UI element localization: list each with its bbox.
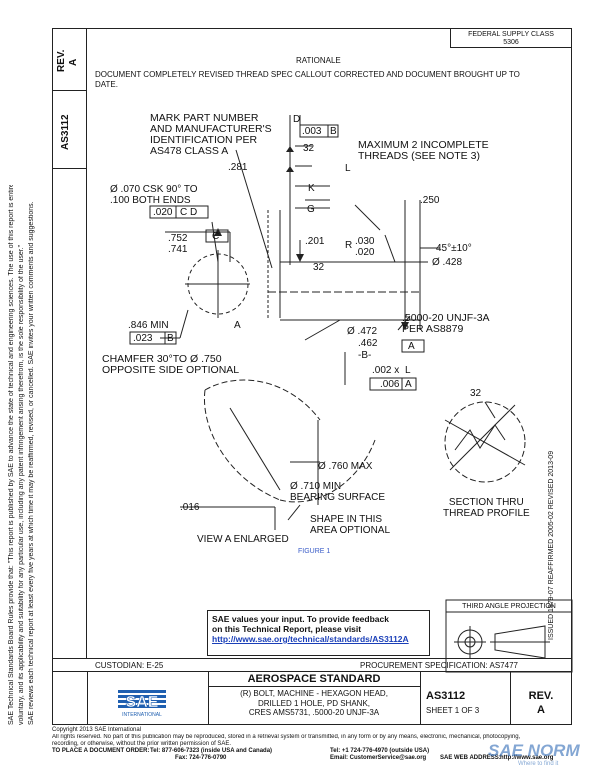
rationale-title: RATIONALE bbox=[296, 56, 341, 65]
aerospace-standard: AEROSPACE STANDARD bbox=[247, 673, 381, 685]
watermark-text: SAE NORM bbox=[488, 741, 580, 760]
view-a-label: VIEW A ENLARGED bbox=[197, 534, 289, 545]
label-l2: L bbox=[405, 365, 411, 376]
footer-order: TO PLACE A DOCUMENT ORDER: bbox=[52, 748, 150, 754]
dim-752: .752 bbox=[168, 233, 188, 244]
rationale-text: DOCUMENT COMPLETELY REVISED THREAD SPEC … bbox=[95, 70, 520, 89]
docnum-box-divider bbox=[52, 168, 87, 169]
datum-cd: C D bbox=[180, 207, 198, 218]
feedback-link[interactable]: http://www.sae.org/technical/standards/A… bbox=[212, 634, 409, 644]
dia-472: Ø .472 bbox=[347, 326, 378, 337]
dim-846: .846 MIN bbox=[128, 320, 169, 331]
dim-741: .741 bbox=[168, 244, 188, 255]
datum-b2: B bbox=[167, 333, 174, 344]
dim-016: .016 bbox=[180, 502, 200, 513]
sae-logo-sub: INTERNATIONAL bbox=[122, 712, 162, 718]
third-angle-label: THIRD ANGLE PROJECTION bbox=[462, 603, 556, 610]
dia-760: Ø .760 MAX bbox=[318, 461, 373, 472]
fsc-box bbox=[450, 28, 572, 48]
tb-div-1 bbox=[87, 671, 88, 725]
dim-020b: .020 bbox=[355, 247, 375, 258]
custodian: CUSTODIAN: E-25 bbox=[95, 661, 164, 670]
drawing-frame bbox=[52, 28, 572, 725]
datum-b1: B bbox=[330, 126, 337, 137]
dim-281: .281 bbox=[228, 162, 248, 173]
footer-rights-2: recording, or otherwise, without the pri… bbox=[52, 741, 232, 747]
tb-div-2 bbox=[208, 671, 209, 725]
section-note: SECTION THRU THREAD PROFILE bbox=[443, 497, 530, 519]
sae-logo: SAE INTERNATIONAL bbox=[118, 690, 166, 718]
date-stamp: ISSUED 1979-07 REAFFIRMED 2005-02 REVISE… bbox=[548, 450, 555, 640]
finish-32c: 32 bbox=[470, 388, 482, 399]
doc-number: AS3112 bbox=[426, 690, 466, 702]
dia-710: Ø .710 MIN BEARING SURFACE bbox=[290, 481, 386, 503]
footer-copyright: Copyright 2013 SAE International bbox=[52, 727, 142, 733]
label-d: D bbox=[293, 114, 301, 125]
watermark: SAE NORM Where to find it bbox=[488, 741, 598, 771]
thread-note: .5000-20 UNJF-3A PER AS8879 bbox=[402, 312, 490, 335]
footer-email: Email: CustomerService@sae.org bbox=[330, 755, 427, 761]
chamfer-note: CHAMFER 30°TO Ø .750 OPPOSITE SIDE OPTIO… bbox=[102, 353, 240, 376]
dim-020: .020 bbox=[153, 207, 173, 218]
watermark-sub: Where to find it bbox=[518, 761, 559, 767]
fsc-number: 5306 bbox=[503, 39, 519, 46]
datum-c: C bbox=[212, 231, 220, 242]
title-block-top bbox=[52, 658, 572, 659]
dim-002: .002 x bbox=[372, 365, 400, 376]
finish-32a: 32 bbox=[303, 143, 315, 154]
footer-web-url[interactable]: http://www.sae.org bbox=[500, 755, 554, 761]
footer: Copyright 2013 SAE International All rig… bbox=[52, 727, 572, 748]
feedback-line-2: on this Technical Report, please visit bbox=[212, 624, 362, 634]
label-g: G bbox=[307, 204, 315, 215]
angle-45: 45°±10° bbox=[436, 243, 472, 254]
sae-logo-text: SAE bbox=[126, 694, 159, 711]
label-l1: L bbox=[345, 163, 351, 174]
tb-rev-label: REV. bbox=[528, 690, 554, 702]
procurement: PROCUREMENT SPECIFICATION: AS7477 bbox=[360, 661, 518, 670]
title-block-mid bbox=[52, 671, 572, 672]
rev-box-divider bbox=[52, 90, 87, 91]
dim-201: .201 bbox=[305, 236, 325, 247]
dim-030: .030 bbox=[355, 236, 375, 247]
tb-div-4 bbox=[510, 671, 511, 725]
footer-rights: All rights reserved. No part of this pub… bbox=[52, 734, 521, 740]
left-column-divider bbox=[86, 28, 87, 658]
footer-web: SAE WEB ADDRESS: bbox=[440, 755, 501, 761]
feedback-box: SAE values your input. To provide feedba… bbox=[207, 610, 430, 656]
footer-fax: Fax: 724-776-0790 bbox=[175, 755, 227, 761]
tb-div-3 bbox=[420, 671, 421, 725]
dim-006: .006 bbox=[380, 379, 400, 390]
dia-428: Ø .428 bbox=[432, 257, 463, 268]
dim-250: .250 bbox=[420, 195, 440, 206]
tb-rev-value: A bbox=[537, 704, 545, 716]
datum-a2: A bbox=[405, 379, 412, 390]
part-description: (R) BOLT, MACHINE - HEXAGON HEAD, DRILLE… bbox=[240, 689, 388, 717]
datum-a-box: A bbox=[408, 341, 415, 352]
csk-note: Ø .070 CSK 90° TO .100 BOTH ENDS bbox=[110, 184, 198, 206]
footer-tel1: Tel: 877-606-7323 (inside USA and Canada… bbox=[150, 748, 273, 754]
dim-462: .462 bbox=[358, 338, 378, 349]
figure-label: FIGURE 1 bbox=[298, 548, 331, 555]
dim-003: .003 bbox=[302, 126, 322, 137]
sheet-number: SHEET 1 OF 3 bbox=[426, 706, 480, 715]
tb-standard-underline bbox=[208, 686, 420, 687]
max-incomplete-note: MAXIMUM 2 INCOMPLETE THREADS (SEE NOTE 3… bbox=[358, 139, 489, 162]
feedback-line-1: SAE values your input. To provide feedba… bbox=[212, 614, 389, 624]
shape-note: SHAPE IN THIS AREA OPTIONAL bbox=[310, 514, 391, 536]
datum-b: -B- bbox=[358, 350, 372, 361]
label-r: R bbox=[345, 240, 353, 251]
label-a1: A bbox=[234, 320, 241, 331]
label-k: K bbox=[308, 183, 315, 194]
footer-tel2: Tel: +1 724-776-4970 (outside USA) bbox=[330, 748, 430, 754]
dim-023: .023 bbox=[133, 333, 153, 344]
fsc-label: FEDERAL SUPPLY CLASS bbox=[468, 31, 554, 38]
mark-part-note: MARK PART NUMBER AND MANUFACTURER'S IDEN… bbox=[150, 112, 272, 157]
finish-32b: 32 bbox=[313, 262, 325, 273]
